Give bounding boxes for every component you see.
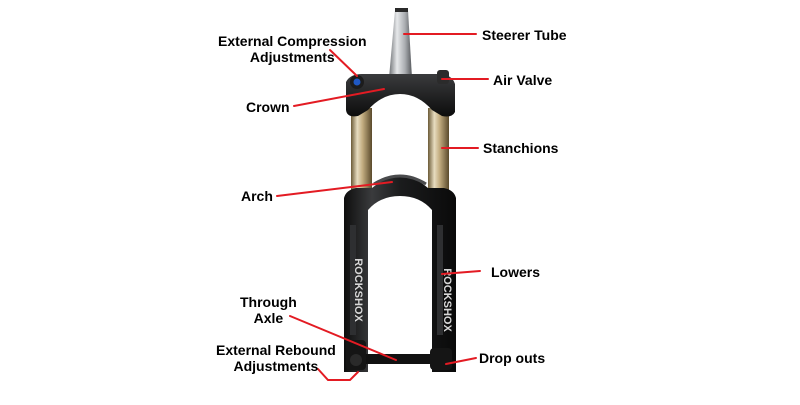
crown: [346, 70, 455, 117]
steerer-tube: [389, 8, 412, 78]
leader-line-drop-outs: [445, 357, 477, 365]
brand-text-right: ROCKSHOX: [441, 268, 453, 332]
label-external-compression-text: External Compression Adjustments: [218, 33, 367, 65]
label-stanchions: Stanchions: [483, 140, 559, 156]
leader-line-lowers: [441, 270, 481, 275]
label-through-axle: Through Axle: [240, 294, 297, 326]
leader-line-external-compression: [329, 49, 358, 77]
label-through-axle-text: Through Axle: [240, 294, 297, 326]
stanchions: [351, 108, 449, 200]
leader-line-through-axle: [289, 315, 397, 361]
leader-line-external-rebound: [317, 368, 359, 381]
label-lowers: Lowers: [491, 264, 541, 280]
leader-line-crown: [293, 88, 385, 107]
leader-line-arch: [276, 181, 393, 197]
label-arch: Arch: [241, 188, 273, 204]
label-steerer-tube: Steerer Tube: [482, 27, 567, 43]
lowers: [344, 174, 456, 372]
label-external-rebound-text: External Rebound Adjustments: [216, 342, 336, 374]
brand-text-left: ROCKSHOX: [352, 258, 364, 322]
label-air-valve: Air Valve: [493, 72, 553, 88]
label-external-compression: External Compression Adjustments: [218, 33, 367, 65]
label-drop-outs: Drop outs: [479, 350, 546, 366]
label-crown: Crown: [246, 99, 290, 115]
label-external-rebound: External Rebound Adjustments: [216, 342, 336, 374]
